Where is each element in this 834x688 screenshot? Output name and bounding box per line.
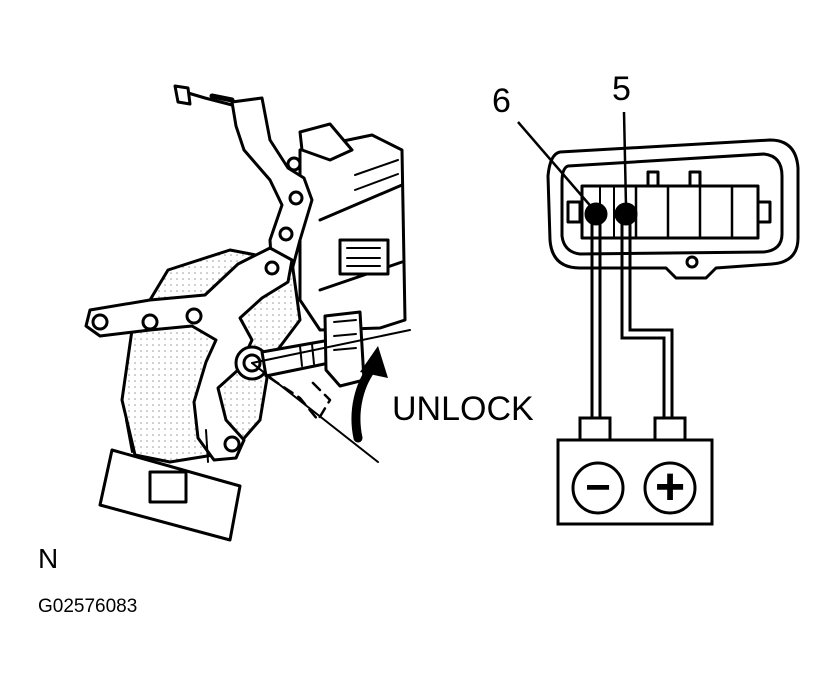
reference-line-lower (251, 362, 379, 463)
battery-terminal-positive (653, 416, 687, 442)
unlock-position-outline (268, 376, 332, 422)
reference-line-upper (251, 329, 411, 364)
door-lock-motor-assembly (84, 84, 411, 542)
wire-pin-5 (620, 224, 674, 418)
pin-6 (584, 202, 608, 226)
pin-5-label: 5 (612, 70, 631, 108)
terminal-cavity (580, 184, 760, 240)
pin-5-leader (622, 111, 628, 207)
plus-terminal-label: + (655, 458, 685, 516)
connector-inner (560, 152, 784, 256)
minus-icon (571, 461, 625, 515)
wire-pin-6 (590, 224, 602, 418)
lock-lever (84, 246, 294, 462)
unlock-label: UNLOCK (392, 390, 534, 428)
battery-icon (556, 416, 714, 526)
motor-connector-face (546, 138, 800, 280)
pin-5 (614, 202, 638, 226)
plus-icon (643, 461, 697, 515)
upper-arm (230, 96, 314, 274)
curved-arrow-icon (351, 346, 388, 443)
minus-terminal-label: − (585, 463, 611, 512)
pin-6-leader (517, 121, 595, 211)
figure-id: G02576083 (38, 596, 137, 617)
motor-body (298, 133, 407, 332)
pin-6-label: 6 (492, 82, 511, 120)
view-code: N (38, 543, 58, 574)
battery-terminal-negative (578, 416, 612, 442)
